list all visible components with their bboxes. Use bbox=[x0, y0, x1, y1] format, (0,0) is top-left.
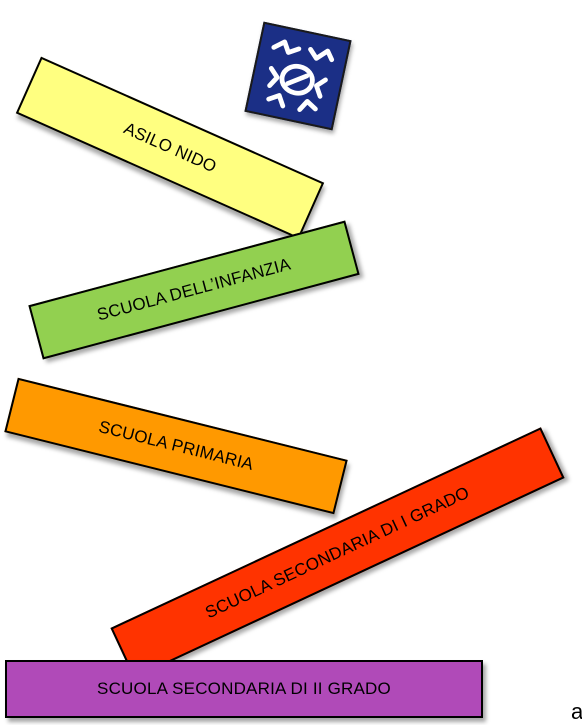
school-logo-graphic bbox=[266, 39, 335, 112]
block-label: ASILO NIDO bbox=[120, 118, 220, 177]
block-label: SCUOLA SECONDARIA DI II GRADO bbox=[97, 679, 391, 698]
stray-text: a bbox=[571, 699, 582, 724]
block-label: SCUOLA SECONDARIA DI I GRADO bbox=[202, 482, 473, 623]
block-label: SCUOLA PRIMARIA bbox=[96, 417, 256, 474]
block-label: SCUOLA DELL’INFANZIA bbox=[95, 254, 293, 325]
block-secondaria-secondo-grado: SCUOLA SECONDARIA DI II GRADO bbox=[5, 660, 483, 718]
school-logo-icon bbox=[244, 21, 352, 131]
block-scuola-primaria: SCUOLA PRIMARIA bbox=[4, 377, 348, 515]
block-scuola-infanzia: SCUOLA DELL’INFANZIA bbox=[28, 220, 360, 360]
